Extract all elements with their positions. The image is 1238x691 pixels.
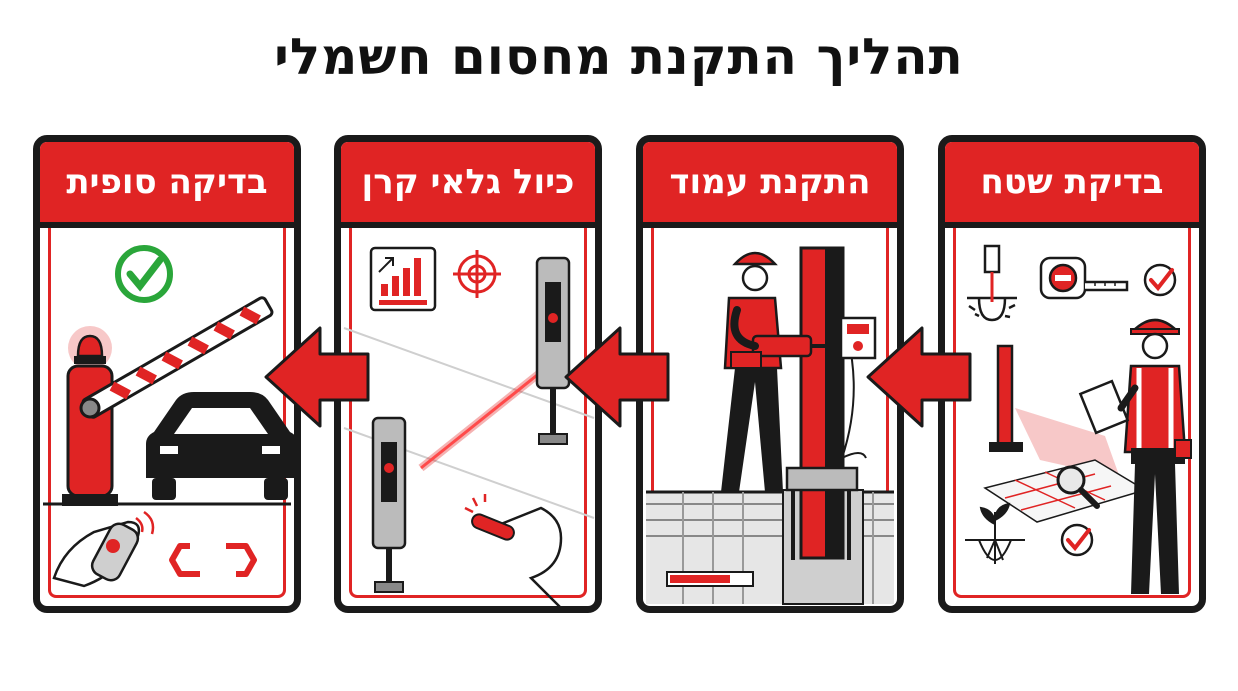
signal-strength-icon <box>369 246 437 312</box>
arm-pivot-icon <box>79 397 101 419</box>
post-installation-illustration <box>646 246 894 605</box>
final-check-illustration <box>43 245 294 588</box>
car-icon <box>146 392 294 500</box>
laser-beam-core <box>420 366 547 470</box>
step-header: בדיקת שטח <box>945 142 1199 228</box>
flow-arrow-left-icon <box>264 326 370 428</box>
remote-control-icon <box>52 510 155 588</box>
step-label: בדיקה סופית <box>66 162 268 202</box>
photocell-sensor-icon <box>371 416 407 593</box>
step-panel-post-installation: התקנת עמוד <box>636 135 904 613</box>
step-label: בדיקת שטח <box>980 162 1164 202</box>
surveyor-worker-icon <box>1078 318 1192 594</box>
plant-roots-icon <box>965 502 1025 564</box>
hand-tester-icon <box>464 494 563 606</box>
step-header: כיול גלאי קרן <box>341 142 595 228</box>
warning-light-icon <box>68 326 112 370</box>
step-panel-sensor-calibration: כיול גלאי קרן <box>334 135 602 613</box>
photocell-sensor-icon <box>535 256 571 445</box>
progress-bar-icon <box>666 571 754 587</box>
target-icon <box>453 250 501 298</box>
step-label: כיול גלאי קרן <box>361 162 575 202</box>
magnifier-icon <box>1056 465 1100 509</box>
barrier-post-icon <box>785 246 859 560</box>
page-title: תהליך התקנת מחסום חשמלי <box>274 28 964 86</box>
check-icon <box>1143 263 1177 297</box>
check-icon <box>1060 523 1094 557</box>
installer-worker-icon <box>721 251 835 492</box>
control-box-icon <box>839 316 877 460</box>
step-header: בדיקה סופית <box>40 142 294 228</box>
site-survey-illustration <box>965 244 1192 594</box>
step-label: התקנת עמוד <box>669 162 871 202</box>
cycle-arrows-icon <box>169 543 257 577</box>
soil-probe-icon <box>967 244 1017 322</box>
step-panel-final-check: בדיקה סופית <box>33 135 301 613</box>
success-check-icon <box>115 245 173 303</box>
tape-measure-icon <box>1039 256 1129 300</box>
step-panel-site-survey: בדיקת שטח <box>938 135 1206 613</box>
step-header: התקנת עמוד <box>643 142 897 228</box>
sensor-calibration-illustration <box>343 246 595 606</box>
flow-arrow-left-icon <box>564 326 670 428</box>
flow-arrow-left-icon <box>866 326 972 428</box>
